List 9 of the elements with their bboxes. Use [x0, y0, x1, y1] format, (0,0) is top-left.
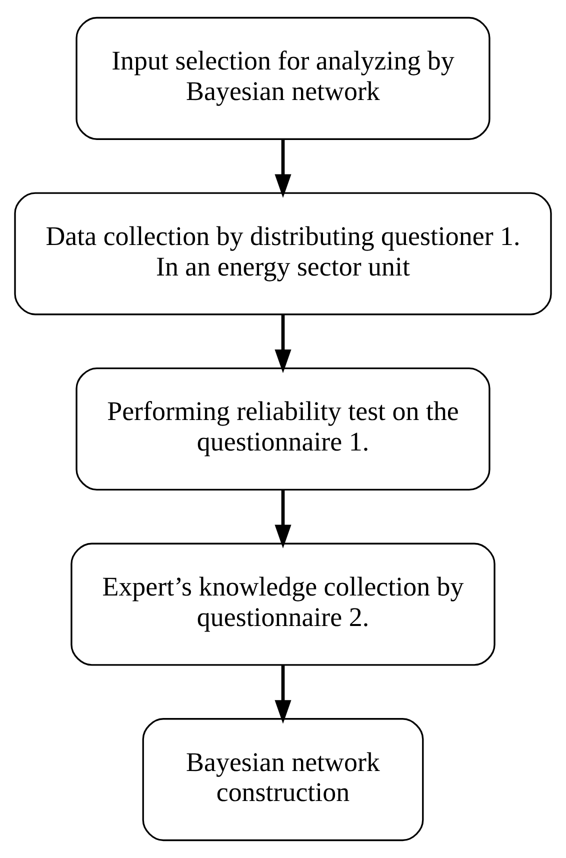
node-box: Data collection by distributing questioner 1. In an energy sector unit [14, 192, 552, 316]
node-box: Performing reliability test on the questionnaire 1. [76, 367, 490, 491]
arrow [274, 314, 292, 374]
node-box: Expert’s knowledge collection by questionnaire 2. [70, 542, 496, 666]
arrow [274, 139, 292, 198]
node-box: Input selection for analyzing by Bayesian network [76, 16, 490, 140]
node-box: Bayesian network construction [142, 718, 424, 842]
arrow [274, 490, 292, 548]
arrow [274, 665, 292, 724]
